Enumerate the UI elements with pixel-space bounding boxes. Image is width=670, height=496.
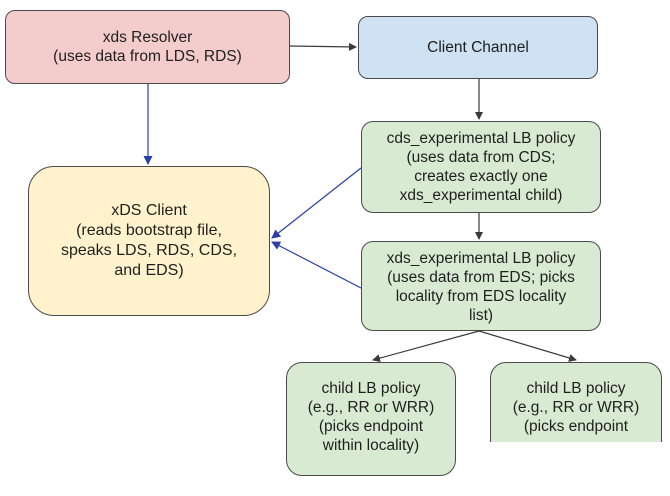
cds-policy-line-2: (uses data from CDS; <box>406 149 556 166</box>
child-lb-policy-node-1: child LB policy (e.g., RR or WRR) (picks… <box>286 362 456 476</box>
xds-client-title: xDS Client <box>111 202 187 219</box>
child-1-line-3: (picks endpoint <box>318 418 424 435</box>
xds-policy-title: xds_experimental LB policy <box>386 250 576 267</box>
client-channel-title: Client Channel <box>427 39 529 56</box>
xds-client-line-2: (reads bootstrap file, <box>76 222 222 239</box>
xds-client-line-3: speaks LDS, RDS, CDS, <box>60 242 238 259</box>
arrow-cds-to-xds-client <box>271 167 362 239</box>
child-1-title: child LB policy <box>321 380 421 397</box>
child-1-line-4: within locality) <box>322 437 420 454</box>
xds-client-node: xDS Client (reads bootstrap file, speaks… <box>28 166 270 316</box>
cds-policy-line-4: xds_experimental child) <box>399 187 563 204</box>
xds-experimental-policy-node: xds_experimental LB policy (uses data fr… <box>361 241 601 331</box>
child-2-title: child LB policy <box>526 380 626 397</box>
child-2-line-2: (e.g., RR or WRR) <box>512 399 640 416</box>
xds-policy-line-4: list) <box>468 307 494 324</box>
xds-policy-line-2: (uses data from EDS; picks <box>387 269 575 286</box>
cds-policy-line-3: creates exactly one <box>414 168 548 185</box>
arrow-xds-policy-to-xds-client <box>271 241 362 289</box>
xds-resolver-desc: (uses data from LDS, RDS) <box>53 48 242 65</box>
crop-mask <box>486 442 670 496</box>
xds-policy-line-3: locality from EDS locality <box>395 288 567 305</box>
xds-resolver-node: xds Resolver (uses data from LDS, RDS) <box>5 10 290 84</box>
cds-policy-node: cds_experimental LB policy (uses data fr… <box>361 121 601 213</box>
xds-resolver-title: xds Resolver <box>102 29 193 46</box>
xds-client-line-4: and EDS) <box>114 262 184 279</box>
arrow-resolver-to-channel <box>289 42 357 51</box>
arrow-xds-policy-to-child-1 <box>372 330 480 363</box>
client-channel-node: Client Channel <box>358 16 598 79</box>
cds-policy-title: cds_experimental LB policy <box>386 130 576 147</box>
arrow-xds-policy-to-child-2 <box>478 330 577 362</box>
child-1-line-2: (e.g., RR or WRR) <box>307 399 435 416</box>
child-2-line-3: (picks endpoint <box>523 418 629 435</box>
